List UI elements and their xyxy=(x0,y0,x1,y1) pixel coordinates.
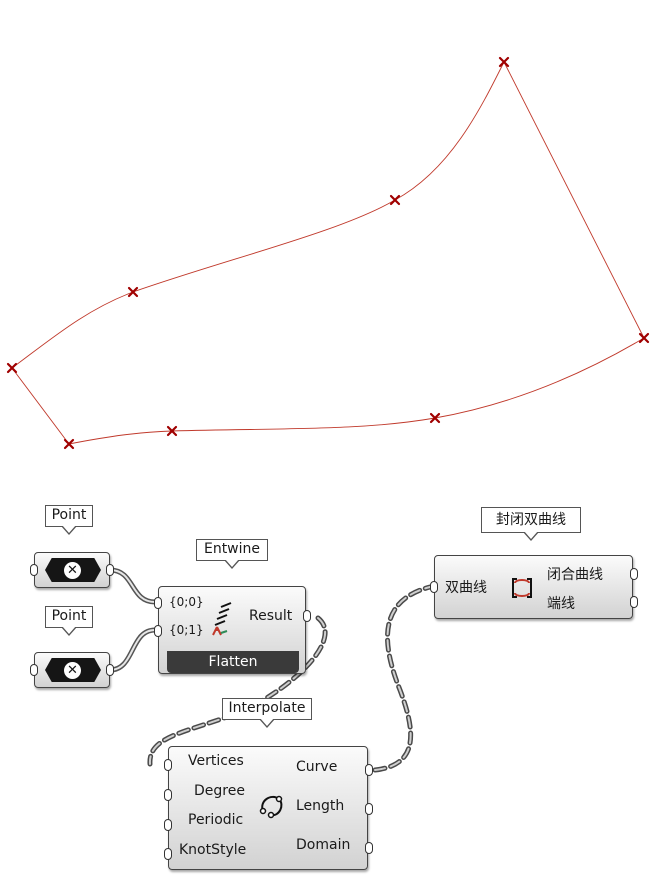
wire-point1-entwine-inner xyxy=(109,569,156,603)
interpolate-input-port-vertices[interactable] xyxy=(164,759,172,771)
point-marker xyxy=(638,332,650,344)
interpolate-output-domain: Domain xyxy=(296,837,351,853)
interpolate-input-port-degree[interactable] xyxy=(164,789,172,801)
point-marker xyxy=(389,194,401,206)
interpolate-tag: Interpolate xyxy=(222,698,312,728)
point-1-tag-label: Point xyxy=(51,507,87,523)
close-curve-output-closed: 闭合曲线 xyxy=(547,567,603,583)
interpolate-input-vertices: Vertices xyxy=(188,753,244,769)
interpolate-output-length: Length xyxy=(296,798,345,814)
close-curve-output-port-closed[interactable] xyxy=(630,568,638,580)
entwine-input-port-1[interactable] xyxy=(154,597,162,609)
point-2-component[interactable]: ✕ xyxy=(30,652,114,688)
close-curve-input-label: 双曲线 xyxy=(445,580,487,596)
interpolated-curve-upper xyxy=(11,61,505,369)
entwine-component[interactable]: {0;0} {0;1} Result Flatten xyxy=(154,586,311,674)
point-marker xyxy=(127,286,139,298)
interpolate-input-periodic: Periodic xyxy=(188,812,244,828)
closing-line-right xyxy=(503,61,645,339)
interpolate-curve-icon xyxy=(259,795,283,819)
interpolate-component[interactable]: Vertices Degree Periodic KnotStyle Curve… xyxy=(164,746,373,870)
entwine-input-port-2[interactable] xyxy=(154,625,162,637)
point-1-tag: Point xyxy=(45,505,93,535)
close-curve-input-port[interactable] xyxy=(430,581,438,593)
entwine-output-label: Result xyxy=(249,608,293,624)
point-2-input-port[interactable] xyxy=(30,664,38,676)
wire-interpolate-closecurve-inner xyxy=(374,586,431,771)
interpolate-output-port-curve[interactable] xyxy=(365,764,373,776)
point-marker xyxy=(429,412,441,424)
flatten-label: Flatten xyxy=(208,654,258,670)
x-hexagon-icon: ✕ xyxy=(64,662,81,679)
interpolate-tag-label: Interpolate xyxy=(228,700,306,716)
point-1-output-port[interactable] xyxy=(106,564,114,576)
entwine-output-port[interactable] xyxy=(303,610,311,622)
close-curve-tag-label: 封闭双曲线 xyxy=(496,512,566,528)
interpolate-input-knotstyle: KnotStyle xyxy=(179,842,247,858)
close-curve-output-end-line: 端线 xyxy=(547,596,575,612)
interpolated-curve xyxy=(68,337,645,445)
point-1-component[interactable]: ✕ xyxy=(30,552,114,588)
point-marker xyxy=(63,438,75,450)
wire-point2-entwine-inner xyxy=(109,629,156,671)
close-curve-tag: 封闭双曲线 xyxy=(481,507,581,541)
closing-line-left xyxy=(11,367,70,445)
point-marker xyxy=(166,425,178,437)
point-marker xyxy=(498,56,510,68)
entwine-flatten-bar[interactable]: Flatten xyxy=(167,651,299,673)
interpolate-input-port-periodic[interactable] xyxy=(164,819,172,831)
point-2-tag: Point xyxy=(45,606,93,636)
control-points xyxy=(6,56,650,450)
interpolate-input-port-knotstyle[interactable] xyxy=(164,848,172,860)
point-marker xyxy=(6,362,18,374)
close-curve-output-port-end-line[interactable] xyxy=(630,596,638,608)
close-curve-component[interactable]: 双曲线 闭合曲线 端线 xyxy=(430,555,638,619)
x-hexagon-icon: ✕ xyxy=(64,562,81,579)
close-curve-icon xyxy=(512,578,532,598)
point-2-tag-label: Point xyxy=(51,608,87,624)
interpolate-output-curve: Curve xyxy=(296,759,338,775)
entwine-tag: Entwine xyxy=(196,539,268,569)
entwine-input-label-2: {0;1} xyxy=(169,623,204,637)
interpolate-output-port-domain[interactable] xyxy=(365,842,373,854)
interpolate-output-port-length[interactable] xyxy=(365,803,373,815)
entwine-icon xyxy=(212,602,232,636)
wire-interpolate-closecurve xyxy=(372,584,433,773)
interpolate-input-degree: Degree xyxy=(194,783,245,799)
entwine-tag-label: Entwine xyxy=(203,541,261,557)
point-1-input-port[interactable] xyxy=(30,564,38,576)
point-2-output-port[interactable] xyxy=(106,664,114,676)
entwine-input-label-1: {0;0} xyxy=(169,595,204,609)
